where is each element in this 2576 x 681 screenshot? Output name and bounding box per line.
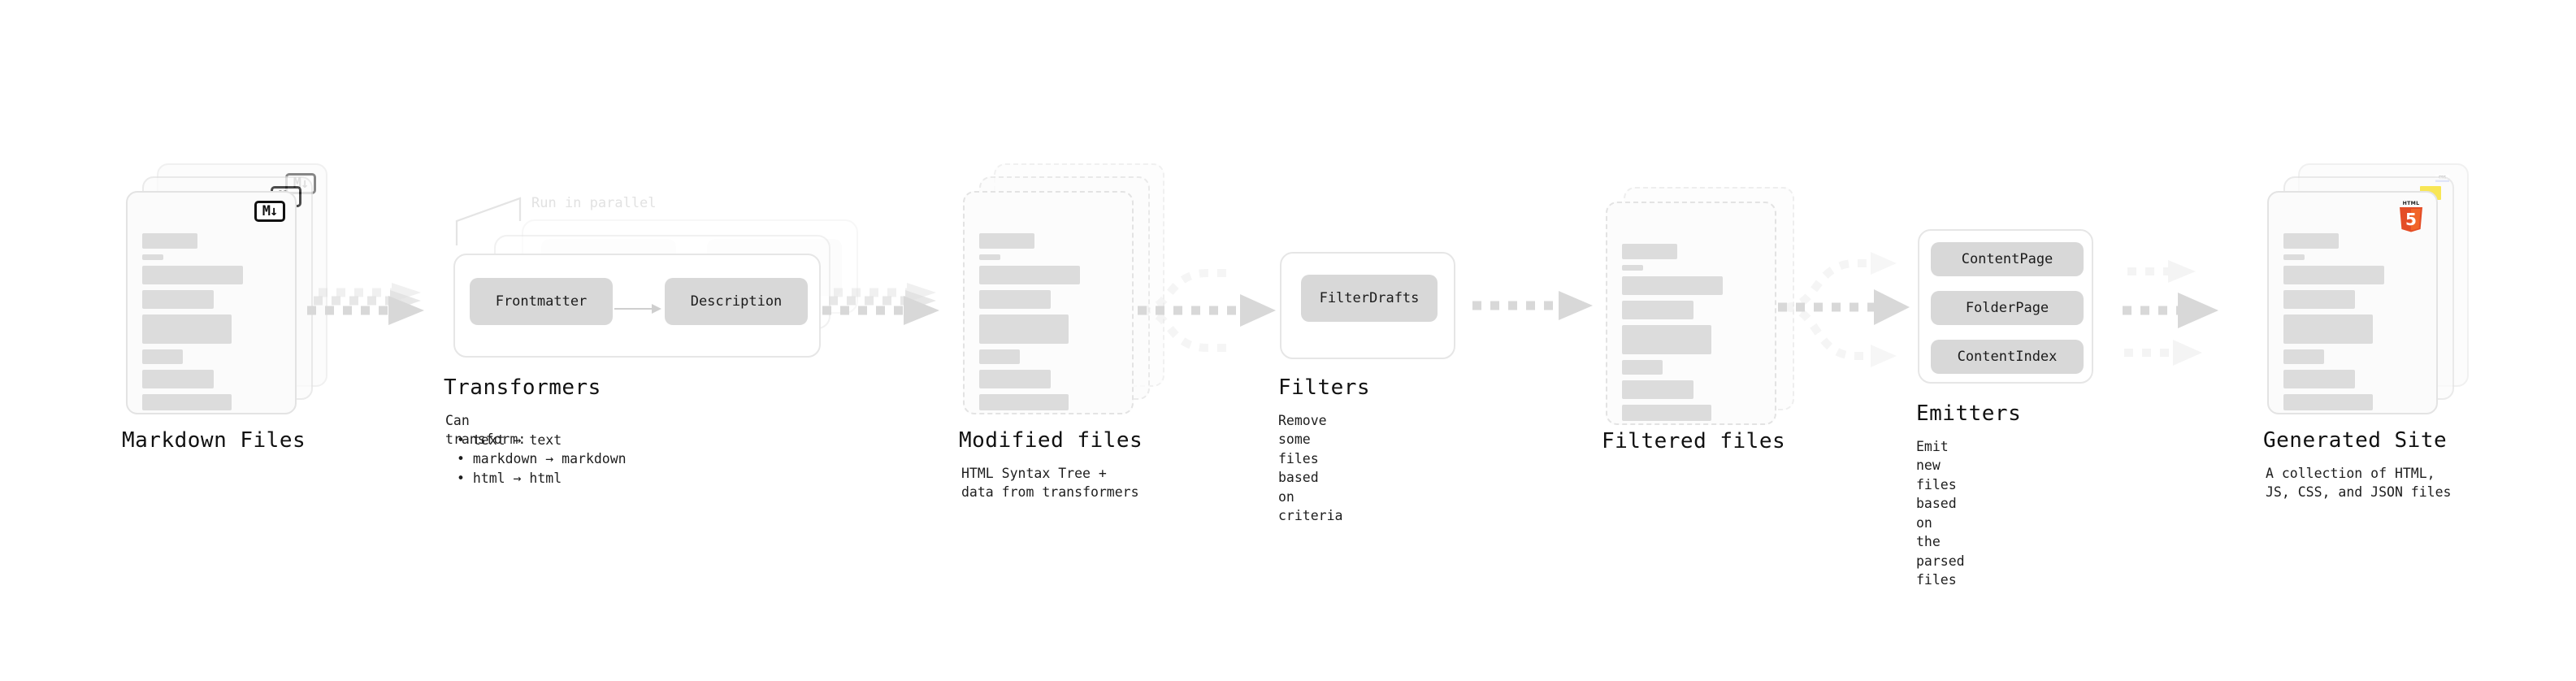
placeholder-line: [1622, 405, 1711, 421]
stage-title-markdown-files: Markdown Files: [122, 428, 306, 453]
placeholder-line: [2283, 349, 2324, 364]
placeholder-text-lines: [1622, 224, 1762, 427]
markdown-icon-letter: M: [262, 202, 271, 219]
transformer-bullet-item: • text → text: [457, 432, 562, 448]
transformer-inner-arrow: [614, 304, 661, 314]
filtered-file-stack: [1606, 187, 1809, 437]
run-in-parallel-label: Run in parallel: [531, 195, 657, 211]
placeholder-line: [142, 254, 163, 260]
transformer-bullet-item: • html → html: [457, 470, 562, 486]
placeholder-line: [979, 314, 1069, 344]
filters-box: FilterDrafts: [1280, 252, 1455, 359]
stage-markdown-files: M ↓ M ↓ M ↓: [122, 163, 329, 453]
emitter-pill-contentpage[interactable]: ContentPage: [1931, 242, 2084, 276]
emitter-pill-folderpage[interactable]: FolderPage: [1931, 291, 2084, 325]
placeholder-line: [142, 290, 214, 309]
placeholder-text-lines: [2283, 214, 2423, 416]
markdown-icon-arrow: ↓: [270, 202, 278, 219]
placeholder-line: [142, 266, 243, 284]
stage-modified-files: Modified files HTML Syntax Tree + data f…: [959, 163, 1166, 500]
placeholder-line: [1622, 301, 1693, 319]
transformer-bullet-item: • markdown → markdown: [457, 451, 627, 467]
stage-caption-transformers: Can transform:: [445, 413, 527, 448]
stage-title-filtered-files: Filtered files: [1602, 429, 1786, 453]
placeholder-line: [1622, 265, 1643, 271]
markdown-file-card-front: M ↓: [126, 191, 297, 414]
placeholder-line: [979, 233, 1034, 249]
generated-site-stack: CSS HTML 5: [2267, 163, 2470, 427]
placeholder-line: [1622, 244, 1677, 259]
stage-caption-modified-files: HTML Syntax Tree + data from transformer…: [961, 466, 1139, 501]
placeholder-line: [1622, 360, 1663, 375]
placeholder-line: [142, 349, 183, 364]
emitter-pill-contentindex[interactable]: ContentIndex: [1931, 340, 2084, 374]
placeholder-line: [979, 254, 1000, 260]
svg-text:HTML: HTML: [2403, 201, 2420, 206]
svg-text:5: 5: [2405, 210, 2417, 229]
transformer-bullet-list: • text → text • markdown → markdown • ht…: [457, 431, 627, 488]
placeholder-line: [142, 314, 232, 344]
placeholder-line: [2283, 314, 2373, 344]
placeholder-line: [979, 266, 1080, 284]
placeholder-line: [1622, 276, 1723, 295]
modified-file-stack: [963, 163, 1166, 427]
stage-caption-generated-site: A collection of HTML, JS, CSS, and JSON …: [2266, 466, 2452, 501]
placeholder-line: [979, 349, 1020, 364]
html5-icon-glyph: HTML 5: [2400, 201, 2422, 232]
stage-caption-emitters: Emit new files based on the parsed files: [1916, 439, 1965, 588]
stage-title-generated-site: Generated Site: [2263, 428, 2448, 453]
stage-title-emitters: Emitters: [1916, 401, 2022, 426]
html5-icon: HTML 5: [2397, 199, 2425, 232]
generated-site-card-front: HTML 5: [2267, 191, 2438, 414]
stage-caption-filters: Remove some files based on criteria: [1278, 413, 1343, 524]
placeholder-line: [2283, 370, 2355, 388]
placeholder-line: [1622, 325, 1711, 354]
placeholder-text-lines: [979, 214, 1119, 416]
placeholder-line: [2283, 266, 2384, 284]
markdown-icon: M ↓: [254, 201, 285, 222]
modified-file-card-front: [963, 191, 1134, 414]
arrow-emitters-to-generated-site: [2123, 260, 2218, 366]
stage-generated-site: CSS HTML 5: [2263, 163, 2470, 500]
transformer-pill-description[interactable]: Description: [665, 278, 808, 325]
placeholder-line: [142, 370, 214, 388]
placeholder-line: [979, 290, 1051, 309]
placeholder-line: [979, 370, 1051, 388]
filtered-file-card-front: [1606, 202, 1776, 425]
placeholder-line: [142, 233, 197, 249]
placeholder-line: [2283, 290, 2355, 309]
placeholder-line: [142, 394, 232, 410]
placeholder-line: [2283, 254, 2305, 260]
run-in-parallel-bracket: [455, 197, 522, 245]
placeholder-line: [2283, 233, 2339, 249]
markdown-file-stack: M ↓ M ↓ M ↓: [126, 163, 329, 427]
placeholder-line: [979, 394, 1069, 410]
stage-title-filters: Filters: [1278, 375, 1371, 400]
transformer-pill-frontmatter[interactable]: Frontmatter: [470, 278, 613, 325]
placeholder-line: [2283, 394, 2373, 410]
placeholder-text-lines: [142, 214, 282, 416]
placeholder-line: [1622, 380, 1693, 399]
transformer-box-front: Frontmatter Description: [453, 254, 821, 358]
emitters-box: ContentPage FolderPage ContentIndex: [1918, 229, 2093, 384]
stage-title-modified-files: Modified files: [959, 428, 1143, 453]
arrow-filters-to-filtered-files: [1472, 291, 1593, 320]
stage-title-transformers: Transformers: [444, 375, 601, 400]
stage-filtered-files: Filtered files: [1602, 187, 1809, 453]
filter-pill-filterdrafts[interactable]: FilterDrafts: [1301, 275, 1438, 322]
